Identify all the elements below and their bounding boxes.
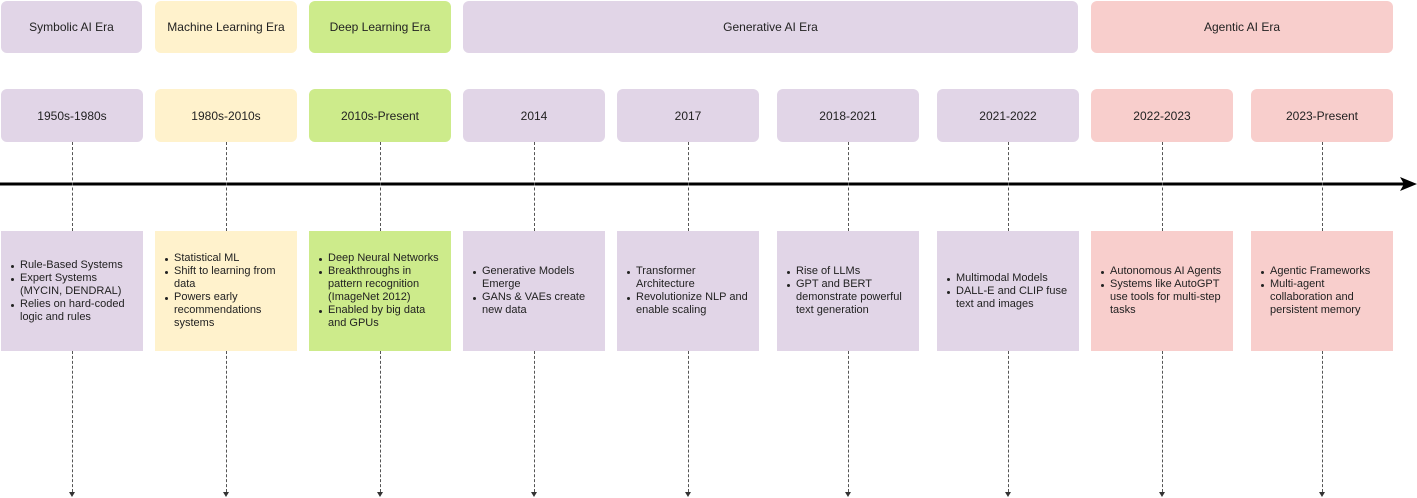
connector-arrowhead (69, 492, 75, 497)
era-box-2: Machine Learning Era (155, 1, 297, 53)
period-box-3: 2010s-Present (309, 89, 451, 142)
bullet-item: Agentic Frameworks (1261, 265, 1387, 278)
connector-line-upper (1162, 142, 1163, 231)
period-box-2: 1980s-2010s (155, 89, 297, 142)
connector-arrowhead (531, 492, 537, 497)
connector-line-lower (534, 351, 535, 492)
bullet-item: GANs & VAEs create new data (473, 291, 599, 317)
connector-line-upper (1008, 142, 1009, 231)
connector-line-lower (848, 351, 849, 492)
bullet-item: Breakthroughs in pattern recognition (Im… (319, 265, 445, 304)
connector-arrowhead (845, 492, 851, 497)
bullet-item: Shift to learning from data (165, 265, 291, 291)
bullet-item: Expert Systems (MYCIN, DENDRAL) (11, 272, 137, 298)
bullet-item: Enabled by big data and GPUs (319, 304, 445, 330)
bullet-item: Statistical ML (165, 252, 291, 265)
era-box-1: Symbolic AI Era (1, 1, 142, 53)
connector-line-upper (380, 142, 381, 231)
connector-line-upper (848, 142, 849, 231)
connector-line-lower (1162, 351, 1163, 492)
period-box-6: 2018-2021 (777, 89, 919, 142)
bullet-item: Powers early recommendations systems (165, 291, 291, 330)
bullet-item: Multi-agent collaboration and persistent… (1261, 278, 1387, 317)
connector-line-lower (380, 351, 381, 492)
bullet-item: Revolutionize NLP and enable scaling (627, 291, 753, 317)
connector-line-lower (1322, 351, 1323, 492)
bullet-item: DALL-E and CLIP fuse text and images (947, 285, 1073, 311)
connector-line-upper (534, 142, 535, 231)
bullet-item: Rise of LLMs (787, 265, 913, 278)
bullet-item: Transformer Architecture (627, 265, 753, 291)
connector-arrowhead (1319, 492, 1325, 497)
connector-arrowhead (685, 492, 691, 497)
connector-line-upper (72, 142, 73, 231)
connector-line-lower (226, 351, 227, 492)
period-box-7: 2021-2022 (937, 89, 1079, 142)
connector-line-upper (1322, 142, 1323, 231)
bullet-item: Generative Models Emerge (473, 265, 599, 291)
period-box-1: 1950s-1980s (1, 89, 143, 142)
period-box-8: 2022-2023 (1091, 89, 1233, 142)
connector-line-upper (226, 142, 227, 231)
timeline-arrowhead (1400, 177, 1417, 191)
connector-arrowhead (223, 492, 229, 497)
bullet-item: Rule-Based Systems (11, 259, 137, 272)
period-box-5: 2017 (617, 89, 759, 142)
bullet-item: Multimodal Models (947, 272, 1073, 285)
connector-arrowhead (377, 492, 383, 497)
connector-line-lower (72, 351, 73, 492)
period-box-9: 2023-Present (1251, 89, 1393, 142)
connector-line-lower (688, 351, 689, 492)
era-box-4: Generative AI Era (463, 1, 1078, 53)
connector-line-lower (1008, 351, 1009, 492)
era-box-5: Agentic AI Era (1091, 1, 1393, 53)
bullet-item: Autonomous AI Agents (1101, 265, 1227, 278)
bullet-item: Relies on hard-coded logic and rules (11, 298, 137, 324)
connector-arrowhead (1159, 492, 1165, 497)
connector-line-upper (688, 142, 689, 231)
bullet-item: Systems like AutoGPT use tools for multi… (1101, 278, 1227, 317)
connector-arrowhead (1005, 492, 1011, 497)
bullet-item: Deep Neural Networks (319, 252, 445, 265)
period-box-4: 2014 (463, 89, 605, 142)
bullet-item: GPT and BERT demonstrate powerful text g… (787, 278, 913, 317)
era-box-3: Deep Learning Era (309, 1, 451, 53)
